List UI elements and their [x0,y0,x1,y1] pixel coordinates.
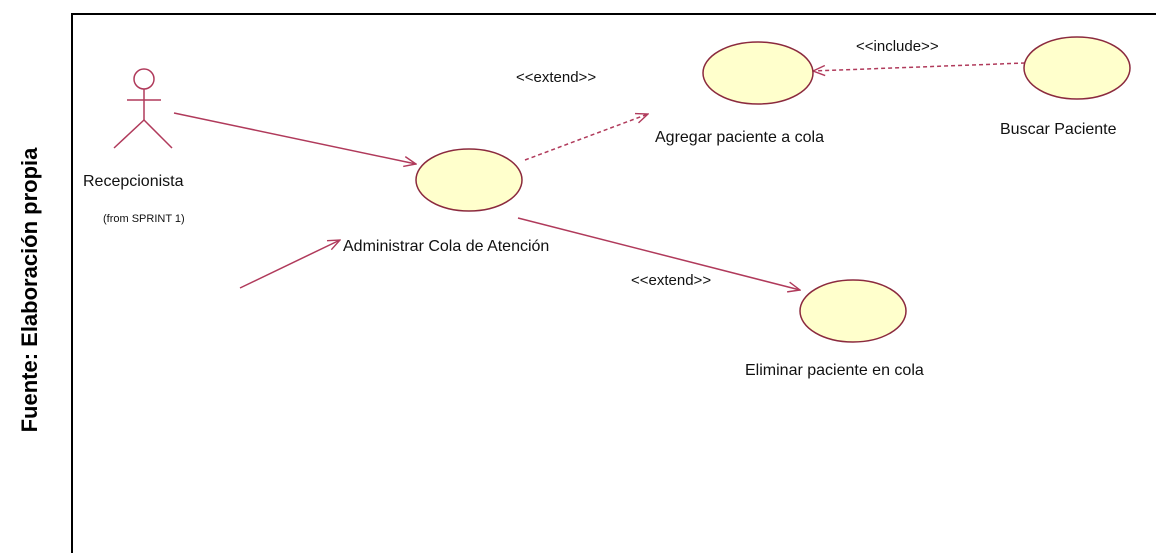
actor-origin-label: (from SPRINT 1) [103,213,185,225]
usecase-buscar-label: Buscar Paciente [1000,121,1117,138]
usecase-administrar-ellipse[interactable] [415,148,523,212]
association-actor-lower [239,240,340,289]
actor-head [133,68,155,90]
extend-administrar-agregar [524,114,648,161]
usecase-agregar-ellipse[interactable] [702,41,814,105]
diagram-frame [71,13,1156,553]
actor-right-leg [143,119,173,149]
actor-recepcionista[interactable] [113,68,173,149]
stereotype-extend-bottom: <<extend>> [631,272,711,289]
stereotype-extend-top: <<extend>> [516,69,596,86]
association-administrar-eliminar [517,217,800,290]
association-actor-administrar [173,112,416,164]
usecase-agregar-label: Agregar paciente a cola [655,129,824,146]
usecase-eliminar-ellipse[interactable] [799,279,907,343]
usecase-administrar-label: Administrar Cola de Atención [343,238,549,255]
usecase-eliminar-label: Eliminar paciente en cola [745,362,924,379]
actor-name-label: Recepcionista [83,173,184,190]
stereotype-include: <<include>> [856,38,939,55]
actor-left-leg [113,119,145,149]
usecase-buscar-ellipse[interactable] [1023,36,1131,100]
include-buscar-agregar [813,62,1026,71]
